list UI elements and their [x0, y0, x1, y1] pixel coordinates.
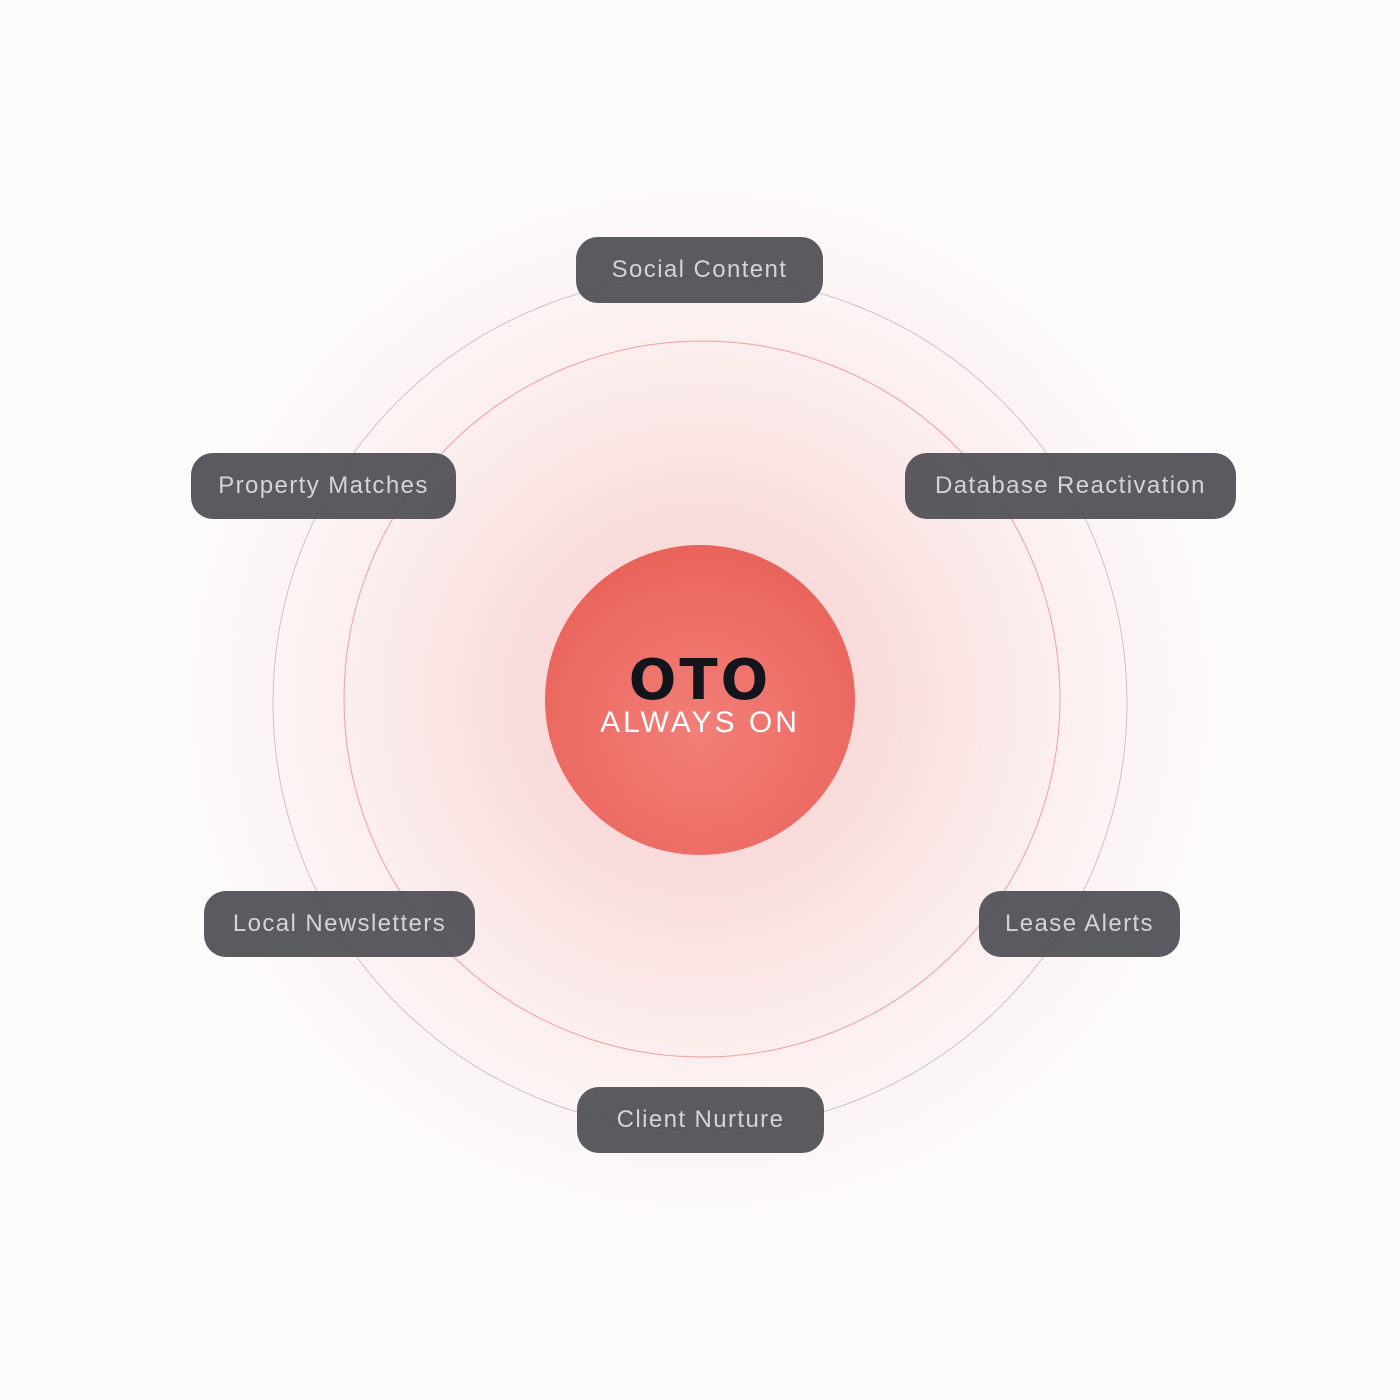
- channel-property-matches: Property Matches: [191, 453, 456, 519]
- channel-client-nurture: Client Nurture: [577, 1087, 824, 1153]
- hub-subtitle: ALWAYS ON: [600, 706, 800, 739]
- channel-local-newsletters: Local Newsletters: [204, 891, 475, 957]
- channel-database-reactivation: Database Reactivation: [905, 453, 1236, 519]
- channel-social-content: Social Content: [576, 237, 823, 303]
- hub-circle: OTO ALWAYS ON: [545, 545, 855, 855]
- inner-orbit-ring: [343, 340, 1061, 1058]
- channel-lease-alerts: Lease Alerts: [979, 891, 1180, 957]
- hub-title: OTO: [628, 648, 772, 713]
